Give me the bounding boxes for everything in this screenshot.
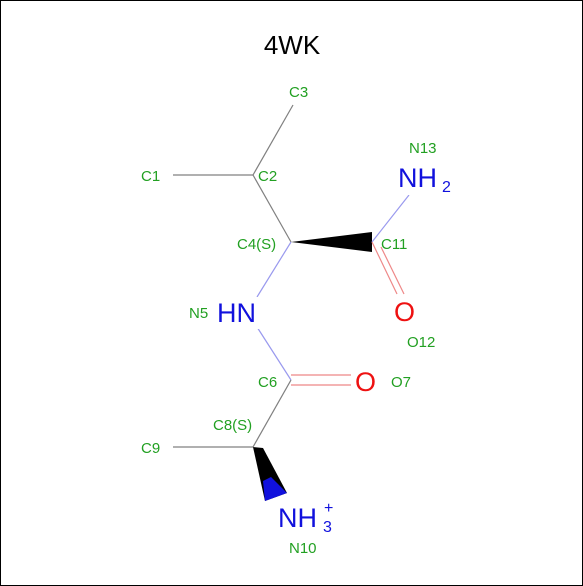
n10-symbol: NH [278, 503, 317, 533]
atom-label-n13: N13 [409, 140, 437, 157]
atom-label-n10: N10 [289, 540, 317, 557]
atom-label-c2: C2 [258, 168, 277, 185]
atom-label-o12: O12 [407, 334, 435, 351]
n5-backdrop [216, 297, 264, 329]
wedge-bond-c4-c11 [291, 232, 372, 252]
bond-c2-c4 [252, 174, 292, 243]
o7-symbol: O [355, 367, 376, 397]
bond-c11-o12-b [380, 246, 405, 295]
molecule-title: 4WK [264, 30, 321, 60]
n10-subscript: 3 [323, 519, 332, 536]
atom-label-c6: C6 [258, 374, 277, 391]
atom-label-c9: C9 [141, 440, 160, 457]
n13-symbol: NH [398, 163, 437, 193]
n10-charge: + [324, 500, 333, 517]
o7-backdrop [353, 365, 383, 397]
n13-backdrop [397, 161, 457, 195]
atom-label-c3: C3 [289, 84, 308, 101]
atom-label-c11: C11 [381, 236, 407, 253]
atom-label-o7: O7 [391, 374, 411, 391]
wedge-bond-c8-n10-tip [263, 477, 287, 501]
bond-c11-n13 [371, 194, 410, 243]
bond-c6-c8 [252, 379, 292, 448]
bond-n5-c6 [256, 326, 292, 381]
bond-c4-n5 [256, 241, 292, 298]
atom-label-c4: C4(S) [237, 236, 276, 253]
bond-c3-c2 [252, 104, 294, 176]
o12-symbol: O [394, 297, 415, 327]
n10-backdrop [277, 499, 343, 535]
atom-label-c8: C8(S) [213, 417, 252, 434]
n13-subscript: 2 [442, 179, 451, 196]
n5-symbol: HN [217, 298, 256, 328]
atom-label-c1: C1 [141, 168, 160, 185]
o12-backdrop [392, 295, 420, 327]
atom-label-n5: N5 [189, 305, 208, 322]
bond-c11-o12-a [371, 241, 398, 295]
